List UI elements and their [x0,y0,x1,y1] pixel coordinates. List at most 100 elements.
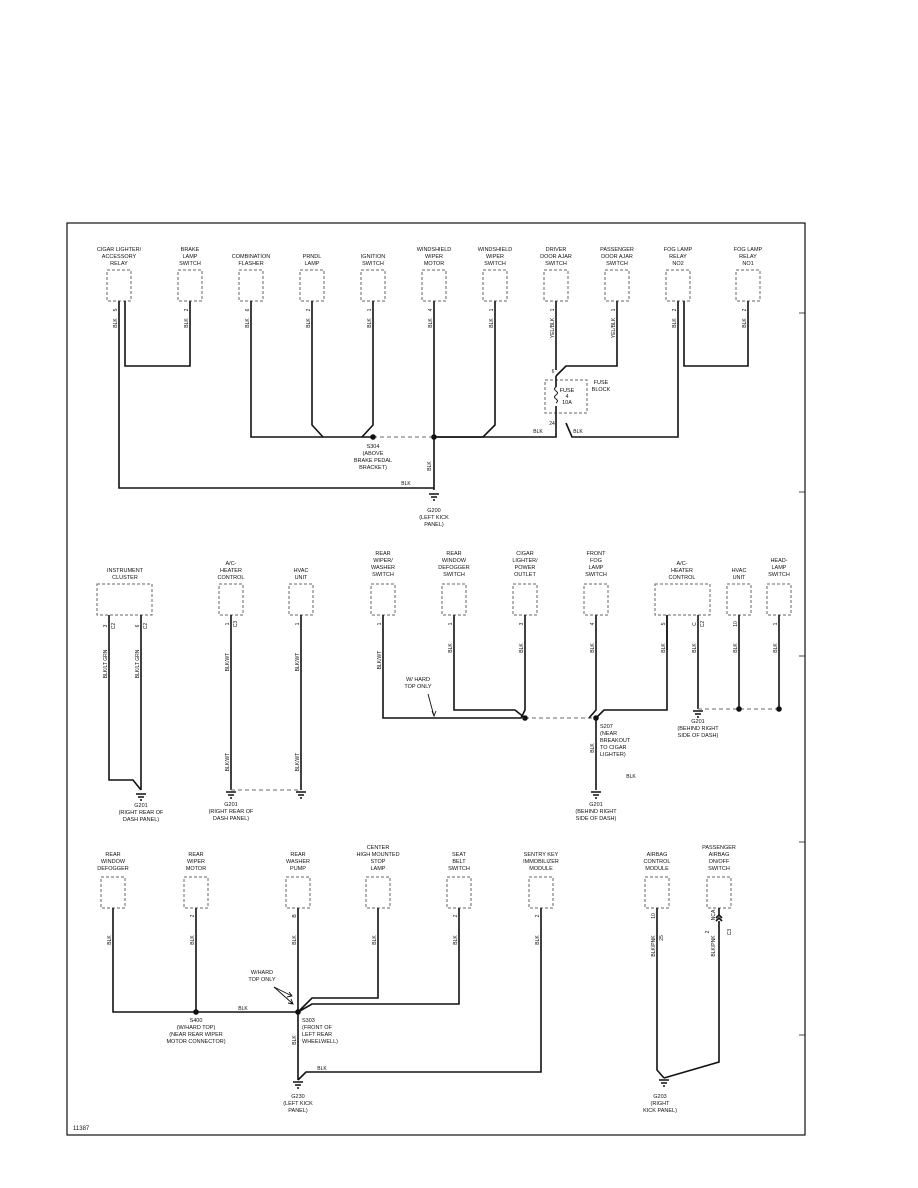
pin-label: 4 [428,308,434,311]
pin-label: 2 [742,308,748,311]
wire-color: BLK [773,643,779,653]
pin-label: 6 [552,369,555,375]
wire-color: BLK [672,318,678,328]
splice-dot [370,434,376,440]
splice-dot [736,706,742,712]
pin-label: 1 [611,308,617,311]
pin-label: 2 [705,930,711,933]
splice-dot [431,434,437,440]
component-box [706,876,732,909]
component-box [365,876,391,909]
component-box [360,269,386,302]
pin-label: 2 [535,914,541,917]
fuse-block [544,379,588,414]
component-box [106,269,132,302]
wire-color: BLK [184,318,190,328]
component-box [441,583,467,616]
ground-icon [226,791,236,799]
wire [250,301,373,438]
pin-label: 25 [659,935,665,941]
pin-label: 6 [245,308,251,311]
wire-color: BLK [113,318,119,328]
component-box [288,583,314,616]
pin-label: 2 [190,914,196,917]
ground-icon [296,791,306,799]
wire-color: BLK/WT [225,753,231,772]
wire [108,615,142,791]
pin-label: 1 [773,622,779,625]
wire [361,301,374,438]
pin-label: 10 [733,621,739,627]
fuse-icon [554,386,558,404]
note-arrow [273,986,293,998]
diagram-border [66,222,806,1136]
wire-color: BLK [489,318,495,328]
diagram-id: 11387 [73,1126,90,1132]
wire-color: BLK [306,318,312,328]
ground-icon [591,791,601,799]
wire-color: BLK [448,643,454,653]
wire-color: BLK [535,935,541,945]
wire [112,908,298,1013]
component-box [183,876,209,909]
wire-color: YEL/BLK [611,317,617,338]
splice-dot [295,1009,301,1015]
pin-label: 1 [367,308,373,311]
pin-label: 24 [549,421,555,427]
wire-color: BLK/PNK [651,935,657,957]
component-box [735,269,761,302]
wire-label: BLK [238,1006,248,1012]
pin-label: 3 [519,622,525,625]
wire-color: BLK [453,935,459,945]
pin-label: 2 [453,914,459,917]
ground-icon [693,710,703,718]
wire-label: BLK [590,743,596,753]
pin-label: 1 [295,622,301,625]
component-box [96,583,153,616]
wire [683,301,749,367]
wire-color: BLK/LT GRN [103,649,109,678]
wire-color: BLK/LT GRN [135,649,141,678]
wire-label: BLK [401,481,411,487]
wire [453,615,526,719]
wire-color: BLK [428,318,434,328]
component-box [665,269,691,302]
splice-dot [522,715,528,721]
wire [565,301,679,438]
wire-label: BLK [533,429,543,435]
component-box [177,269,203,302]
pin-label: 1 [489,308,495,311]
wire-color: BLK [245,318,251,328]
pin-label: 4 [590,622,596,625]
pin-label: 6 [135,624,141,627]
pin-label: C [692,622,698,626]
wire-color: BLK [692,643,698,653]
component-box [285,876,311,909]
wire-color: BLK/WT [295,753,301,772]
wire-color: BLK [590,643,596,653]
border-ticks [799,312,805,1036]
component-box [528,876,554,909]
wire [555,301,618,377]
ground-icon [429,493,439,501]
pin-label: 10 [651,913,657,919]
